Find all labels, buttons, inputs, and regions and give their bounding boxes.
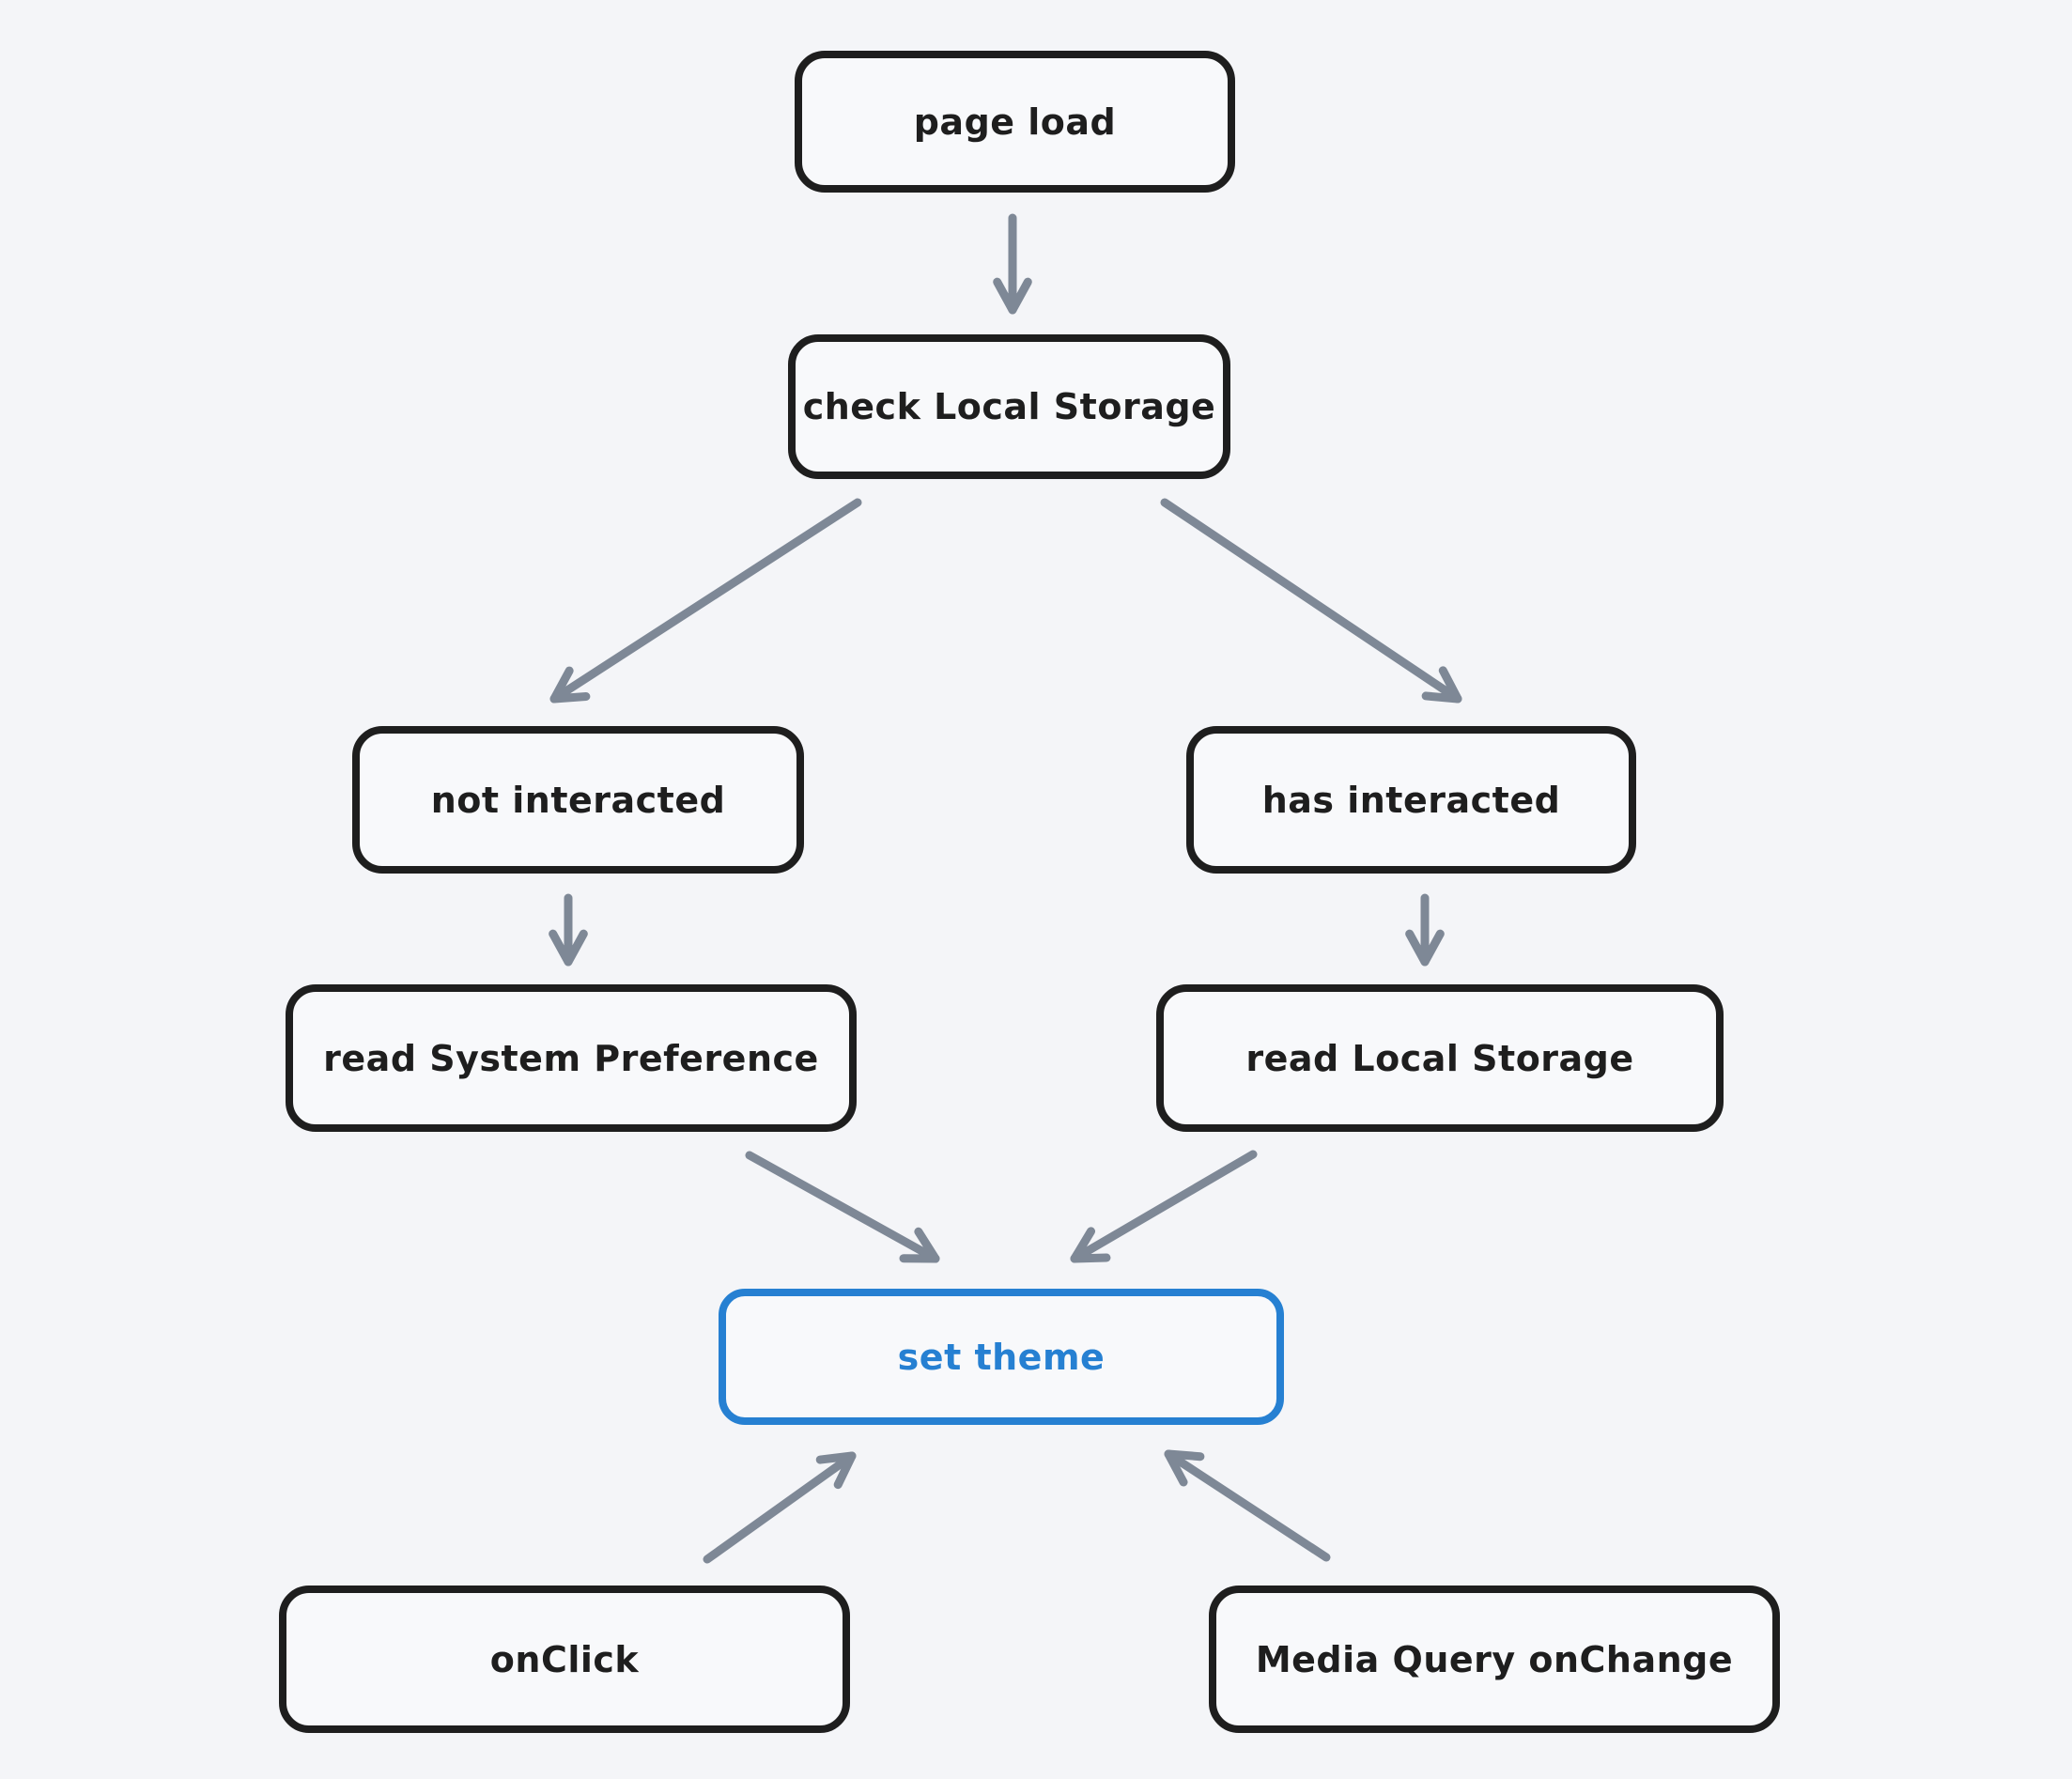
arrow-has_interacted-to-read_local_storage — [1405, 893, 1445, 967]
node-check-local-storage[interactable]: check Local Storage — [788, 334, 1230, 479]
arrow-on_click-to-set_theme — [703, 1451, 857, 1564]
node-has-interacted[interactable]: has interacted — [1186, 726, 1636, 874]
node-not-interacted[interactable]: not interacted — [352, 726, 804, 874]
node-check-local-storage-label: check Local Storage — [802, 386, 1216, 427]
node-set-theme-label: set theme — [897, 1336, 1106, 1378]
node-media-query-onchange[interactable]: Media Query onChange — [1209, 1586, 1780, 1733]
node-media-query-onchange-label: Media Query onChange — [1255, 1638, 1734, 1680]
arrow-read_system_preference-to-set_theme — [745, 1151, 940, 1263]
arrow-not_interacted-to-read_system_preference — [549, 893, 588, 967]
arrow-media_query_onchange-to-set_theme — [1164, 1449, 1331, 1562]
arrow-page_load-to-check_local_storage — [993, 213, 1032, 315]
node-read-local-storage[interactable]: read Local Storage — [1156, 984, 1724, 1132]
node-read-local-storage-label: read Local Storage — [1245, 1037, 1634, 1079]
node-set-theme[interactable]: set theme — [719, 1289, 1284, 1425]
node-onclick[interactable]: onClick — [279, 1586, 850, 1733]
node-read-system-preference-label: read System Preference — [323, 1037, 819, 1079]
node-not-interacted-label: not interacted — [430, 779, 726, 821]
node-page-load[interactable]: page load — [795, 51, 1235, 193]
arrow-check_local_storage-to-has_interacted — [1160, 498, 1462, 704]
arrow-read_local_storage-to-set_theme — [1070, 1150, 1258, 1263]
node-read-system-preference[interactable]: read System Preference — [286, 984, 857, 1132]
node-has-interacted-label: has interacted — [1261, 779, 1561, 821]
node-page-load-label: page load — [913, 101, 1117, 143]
arrow-check_local_storage-to-not_interacted — [549, 498, 862, 704]
node-onclick-label: onClick — [489, 1638, 640, 1680]
